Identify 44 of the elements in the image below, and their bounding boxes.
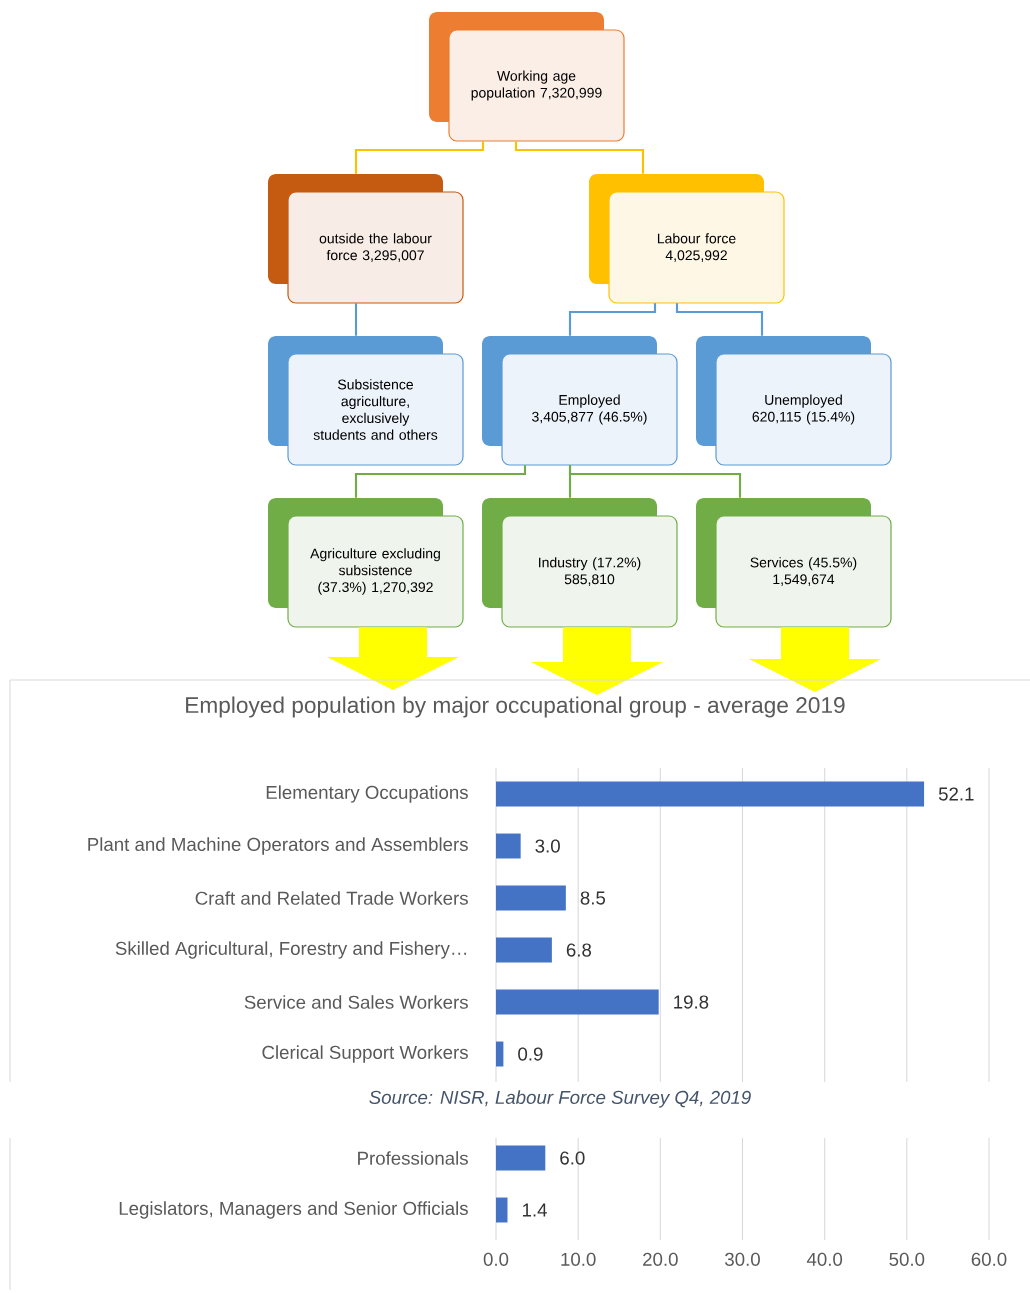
y-tick-label: Plant and Machine Operators and Assemblers xyxy=(88,837,468,855)
text: 6.8 xyxy=(566,943,592,957)
source-note: Source: NISR, Labour Force Survey Q4, 2019 xyxy=(369,1090,751,1108)
y-tick-label: Elementary Occupations xyxy=(266,785,468,803)
x-tick-label: 40.0 xyxy=(806,1252,843,1266)
card-box: Unemployed 620,115 (15.4%) xyxy=(696,336,892,466)
connector-line xyxy=(675,303,764,336)
y-tick-label: Legislators, Managers and Senior Officials xyxy=(119,1201,468,1219)
x-tick-label: 30.0 xyxy=(725,1252,760,1266)
block-arrow xyxy=(531,627,663,695)
y-tick-label: Skilled Agricultural, Forestry and Fishery… xyxy=(115,941,467,959)
chart-title: Employed population by major occupational group - average 2019 xyxy=(186,696,845,718)
card-box: Services (45.5%) 1,549,674 xyxy=(696,498,892,628)
card-box: Subsistence agriculture, exclusively students and others xyxy=(268,336,464,466)
connector-line xyxy=(514,141,645,174)
x-tick-label: 10.0 xyxy=(561,1252,596,1266)
connector-line xyxy=(354,303,358,336)
x-tick-label: 50.0 xyxy=(889,1252,925,1266)
y-tick-label: Craft and Related Trade Workers xyxy=(195,891,468,905)
text: 8.5 xyxy=(580,891,606,905)
x-tick-label: 60.0 xyxy=(971,1252,1007,1266)
card-box: Labour force 4,025,992 xyxy=(589,174,785,304)
text: 3.0 xyxy=(535,839,560,853)
x-tick-label: 20.0 xyxy=(643,1252,678,1266)
x-tick-label: 0.0 xyxy=(483,1252,509,1266)
y-tick-label: Professionals xyxy=(358,1151,468,1165)
card-box: Industry (17.2%) 585,810 xyxy=(482,498,678,628)
card-box: outside the labour force 3,295,007 xyxy=(268,174,464,304)
card-box: Employed 3,405,877 (46.5%) xyxy=(482,336,678,466)
text: 0.9 xyxy=(518,1047,543,1061)
connector-line xyxy=(354,141,485,174)
text: 6.0 xyxy=(560,1151,585,1165)
connector-line xyxy=(354,465,527,498)
y-tick-label: Clerical Support Workers xyxy=(262,1045,468,1063)
connector-line xyxy=(568,303,657,336)
y-tick-label: Service and Sales Workers xyxy=(244,995,468,1009)
block-arrow xyxy=(327,627,459,690)
text: 19.8 xyxy=(674,995,709,1009)
block-arrow xyxy=(749,627,881,692)
text: 1.4 xyxy=(522,1203,547,1217)
connector-line xyxy=(568,465,742,498)
card-box: Agriculture excluding subsistence (37.3%) 1,270,392 xyxy=(268,498,464,628)
card-box: Working age population 7,320,999 xyxy=(429,12,625,142)
text: 52.1 xyxy=(938,787,974,801)
